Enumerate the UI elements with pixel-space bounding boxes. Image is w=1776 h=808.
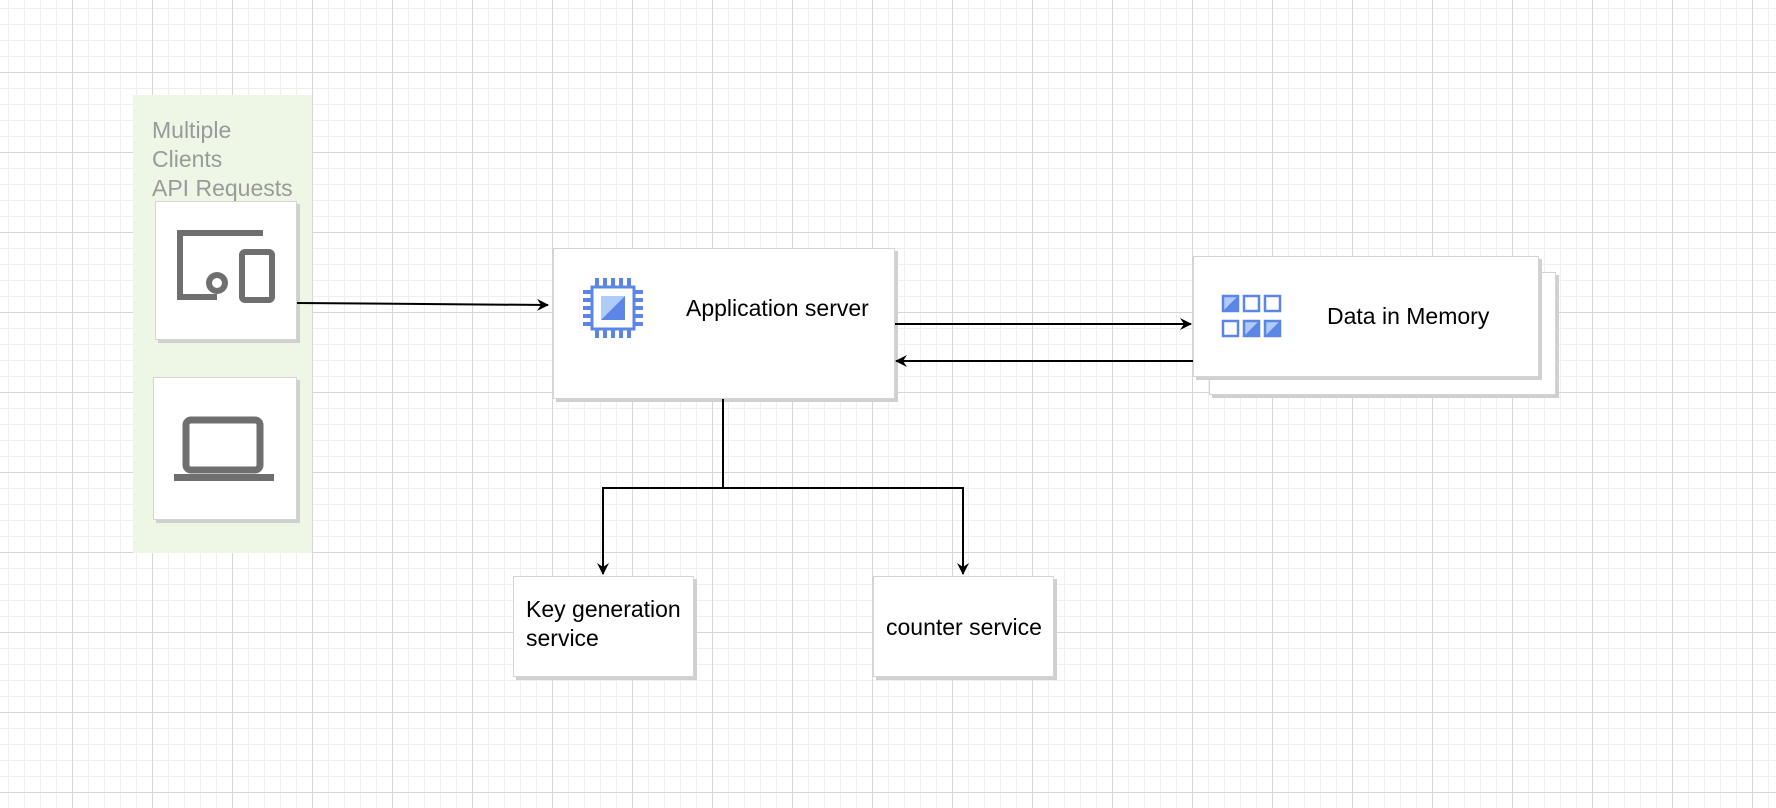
key-service-label: Key generation service [526, 596, 681, 651]
devices-icon [177, 230, 275, 303]
counter-service-node[interactable]: counter service [873, 576, 1054, 677]
counter-service-label: counter service [886, 614, 1042, 640]
clients-group-label: Multiple Clients API Requests [152, 117, 293, 201]
cpu-chip-icon [583, 278, 643, 338]
edge-clients-to-app [296, 298, 549, 311]
app-server-label: Application server [686, 295, 869, 321]
memory-node[interactable]: Data in Memory [1193, 256, 1539, 377]
app-server-node[interactable]: Application server [553, 248, 895, 399]
edge-app-to-key-service [597, 399, 724, 575]
laptop-card[interactable] [153, 377, 297, 520]
laptop-icon [174, 416, 274, 481]
devices-card[interactable] [155, 201, 297, 340]
key-generation-service-node[interactable]: Key generation service [513, 576, 694, 677]
edge-app-to-counter-service [723, 487, 969, 575]
memory-label: Data in Memory [1327, 303, 1490, 329]
memory-grid-icon [1221, 294, 1282, 338]
